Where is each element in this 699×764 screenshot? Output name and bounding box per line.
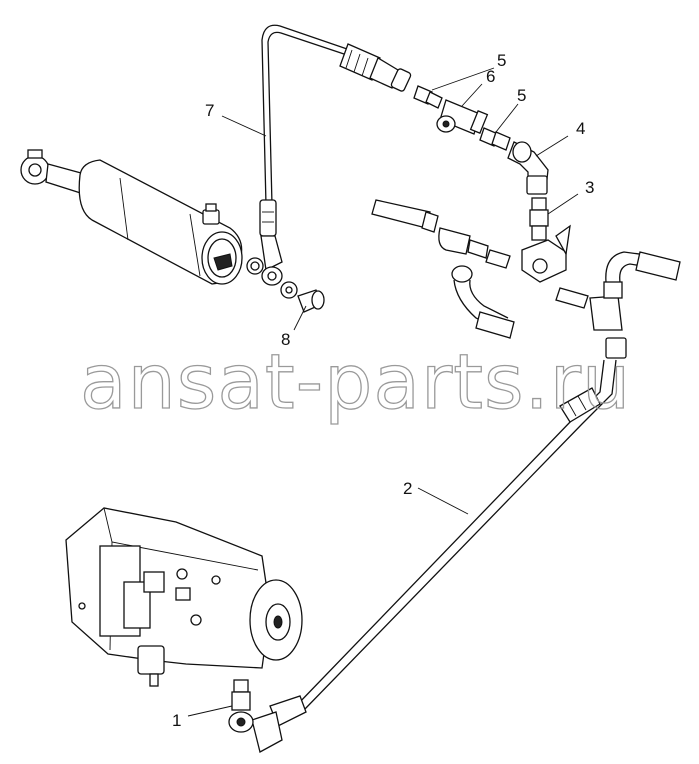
right-tee-fitting xyxy=(555,251,681,359)
adapter-1 xyxy=(228,679,254,733)
leader-lines xyxy=(187,67,579,717)
callout-5-lower: 5 xyxy=(517,86,526,105)
hose-middle xyxy=(371,199,515,339)
hydraulic-pump xyxy=(65,507,303,687)
hose-2 xyxy=(251,359,617,753)
tee-fitting-6 xyxy=(436,99,489,135)
hydraulic-cylinder xyxy=(20,149,243,285)
hose-7 xyxy=(246,24,412,286)
adapter-3 xyxy=(529,197,549,241)
callout-8: 8 xyxy=(281,330,290,349)
elbow-fitting-4 xyxy=(507,141,549,195)
callout-5-upper: 5 xyxy=(497,51,506,70)
callout-4: 4 xyxy=(576,119,585,138)
callout-7: 7 xyxy=(205,101,214,120)
callout-3: 3 xyxy=(585,178,594,197)
banjo-bolt-8 xyxy=(280,281,325,313)
fitting-5-lower xyxy=(479,127,511,151)
watermark-text: ansat-parts.ru xyxy=(80,337,631,426)
valve-block xyxy=(521,224,571,283)
callout-6: 6 xyxy=(486,67,495,86)
callout-2: 2 xyxy=(403,479,412,498)
fitting-5-upper xyxy=(413,85,443,109)
callout-1: 1 xyxy=(172,711,181,730)
